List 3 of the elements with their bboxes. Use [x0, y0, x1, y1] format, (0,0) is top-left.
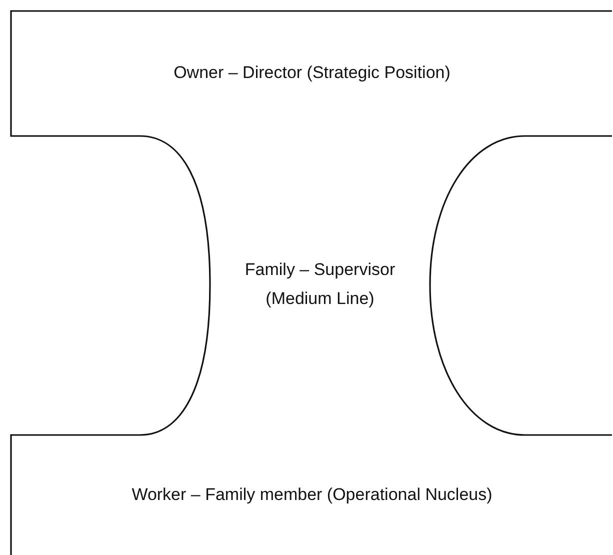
level-label: Owner – Director (Strategic Position): [174, 62, 450, 84]
level-label: Family – Supervisor (Medium Line): [244, 259, 396, 310]
level-label: Worker – Family member (Operational Nucleus): [132, 484, 492, 506]
